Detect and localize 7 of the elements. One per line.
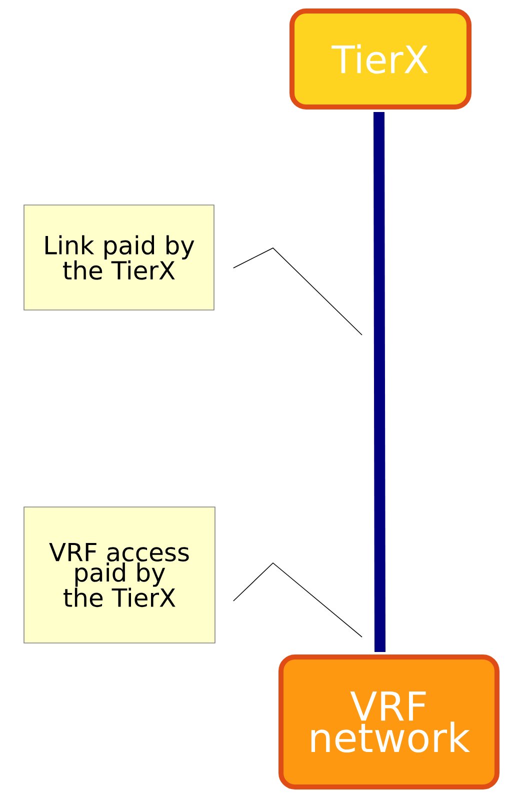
callout-box: Link paid by the TierX	[24, 204, 214, 310]
network-box: VRF network	[278, 654, 500, 790]
leader-line	[233, 562, 362, 638]
leader-line	[233, 248, 362, 336]
endpoint-box: TierX	[290, 8, 472, 110]
callout-box: VRF access paid by the TierX	[24, 506, 216, 644]
link-line	[374, 112, 386, 652]
